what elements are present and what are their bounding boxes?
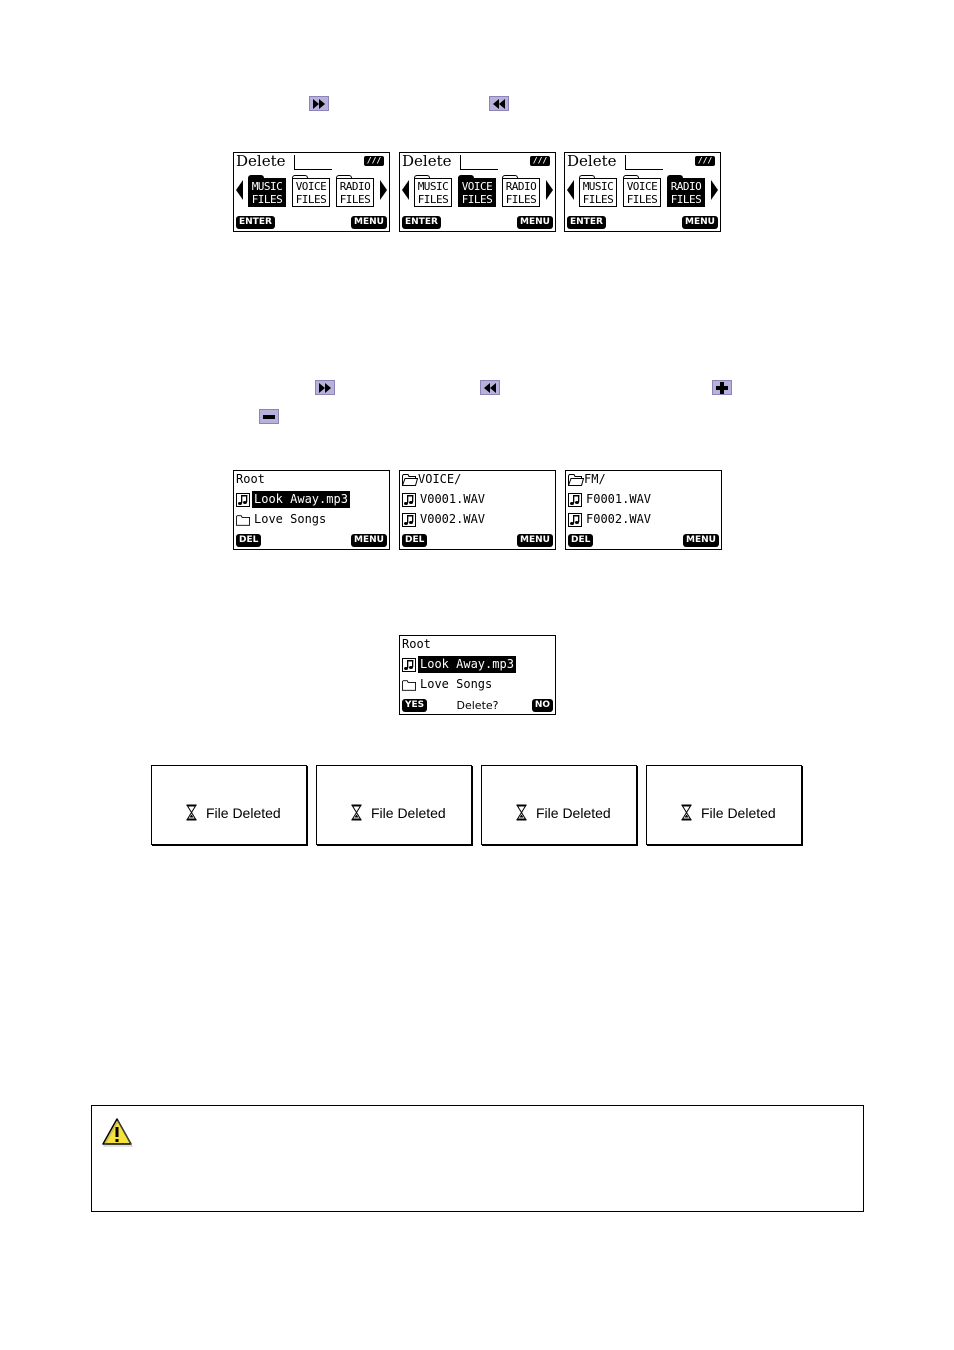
battery-indicator: ///: [530, 156, 550, 166]
file-deleted-label: File Deleted: [371, 804, 446, 821]
list-item[interactable]: Look Away.mp3: [236, 491, 350, 508]
hourglass-icon: [186, 804, 197, 821]
menu-softkey[interactable]: MENU: [517, 216, 553, 229]
list-item[interactable]: Look Away.mp3: [402, 656, 516, 673]
folder-icon: [402, 679, 416, 691]
minus-button[interactable]: [259, 409, 279, 424]
screen-title: Delete: [402, 152, 452, 170]
minus-icon: [263, 414, 275, 419]
fast-forward-icon: [319, 382, 331, 393]
rewind-button[interactable]: [489, 96, 509, 111]
file-deleted-label: File Deleted: [701, 804, 776, 821]
folder-icon: [236, 514, 250, 526]
menu-softkey[interactable]: MENU: [682, 216, 718, 229]
path-label: VOICE/: [402, 471, 461, 487]
enter-softkey[interactable]: ENTER: [402, 216, 441, 229]
file-deleted-label: File Deleted: [206, 804, 281, 821]
path-label: FM/: [568, 471, 606, 487]
screen-title: Delete: [567, 152, 617, 170]
no-softkey[interactable]: NO: [531, 699, 553, 712]
music-note-icon: [402, 657, 416, 672]
fast-forward-icon: [313, 98, 325, 109]
path-label: Root: [236, 472, 265, 486]
right-arrow-icon[interactable]: [380, 180, 387, 200]
menu-softkey[interactable]: MENU: [351, 216, 387, 229]
list-item[interactable]: Love Songs: [236, 511, 328, 528]
menu-softkey[interactable]: MENU: [351, 534, 387, 547]
enter-softkey[interactable]: ENTER: [236, 216, 275, 229]
list-item[interactable]: V0002.WAV: [402, 511, 487, 528]
yes-softkey[interactable]: YES: [402, 699, 428, 712]
rewind-icon: [484, 382, 496, 393]
open-folder-icon: [568, 473, 584, 486]
fast-forward-button-2[interactable]: [315, 380, 335, 395]
rewind-button-2[interactable]: [480, 380, 500, 395]
screen-title: Delete: [236, 152, 286, 170]
del-softkey[interactable]: DEL: [568, 534, 594, 547]
del-softkey[interactable]: DEL: [402, 534, 428, 547]
music-note-icon: [568, 492, 582, 507]
hourglass-icon: [516, 804, 527, 821]
music-note-icon: [236, 492, 250, 507]
battery-indicator: ///: [695, 156, 715, 166]
hourglass-icon: [681, 804, 692, 821]
file-deleted-box: File Deleted: [481, 765, 637, 845]
menu-softkey[interactable]: MENU: [683, 534, 719, 547]
open-folder-icon: [402, 473, 418, 486]
menu-softkey[interactable]: MENU: [517, 534, 553, 547]
list-item[interactable]: F0001.WAV: [568, 491, 653, 508]
del-softkey[interactable]: DEL: [236, 534, 262, 547]
music-note-icon: [402, 492, 416, 507]
list-item[interactable]: Love Songs: [402, 676, 494, 693]
warning-note-box: [91, 1105, 864, 1212]
plus-icon: [716, 381, 728, 394]
file-deleted-label: File Deleted: [536, 804, 611, 821]
list-item[interactable]: V0001.WAV: [402, 491, 487, 508]
fast-forward-button[interactable]: [309, 96, 329, 111]
battery-indicator: ///: [364, 156, 384, 166]
warning-icon: [102, 1118, 133, 1147]
right-arrow-icon[interactable]: [546, 180, 553, 200]
plus-button[interactable]: [712, 380, 732, 395]
hourglass-icon: [351, 804, 362, 821]
list-item[interactable]: F0002.WAV: [568, 511, 653, 528]
left-arrow-icon[interactable]: [236, 180, 243, 200]
left-arrow-icon[interactable]: [567, 180, 574, 200]
music-note-icon: [568, 512, 582, 527]
file-deleted-box: File Deleted: [646, 765, 802, 845]
delete-prompt: Delete?: [456, 699, 499, 712]
file-browser-screen: FM/F0001.WAV F0002.WAV DEL MENU: [565, 470, 722, 550]
right-arrow-icon[interactable]: [711, 180, 718, 200]
enter-softkey[interactable]: ENTER: [567, 216, 606, 229]
file-browser-screen: VOICE/V0001.WAV V0002.WAV DEL MENU: [399, 470, 556, 550]
file-deleted-box: File Deleted: [151, 765, 307, 845]
left-arrow-icon[interactable]: [402, 180, 409, 200]
file-deleted-box: File Deleted: [316, 765, 472, 845]
music-note-icon: [402, 512, 416, 527]
path-label: Root: [402, 637, 431, 651]
rewind-icon: [493, 98, 505, 109]
